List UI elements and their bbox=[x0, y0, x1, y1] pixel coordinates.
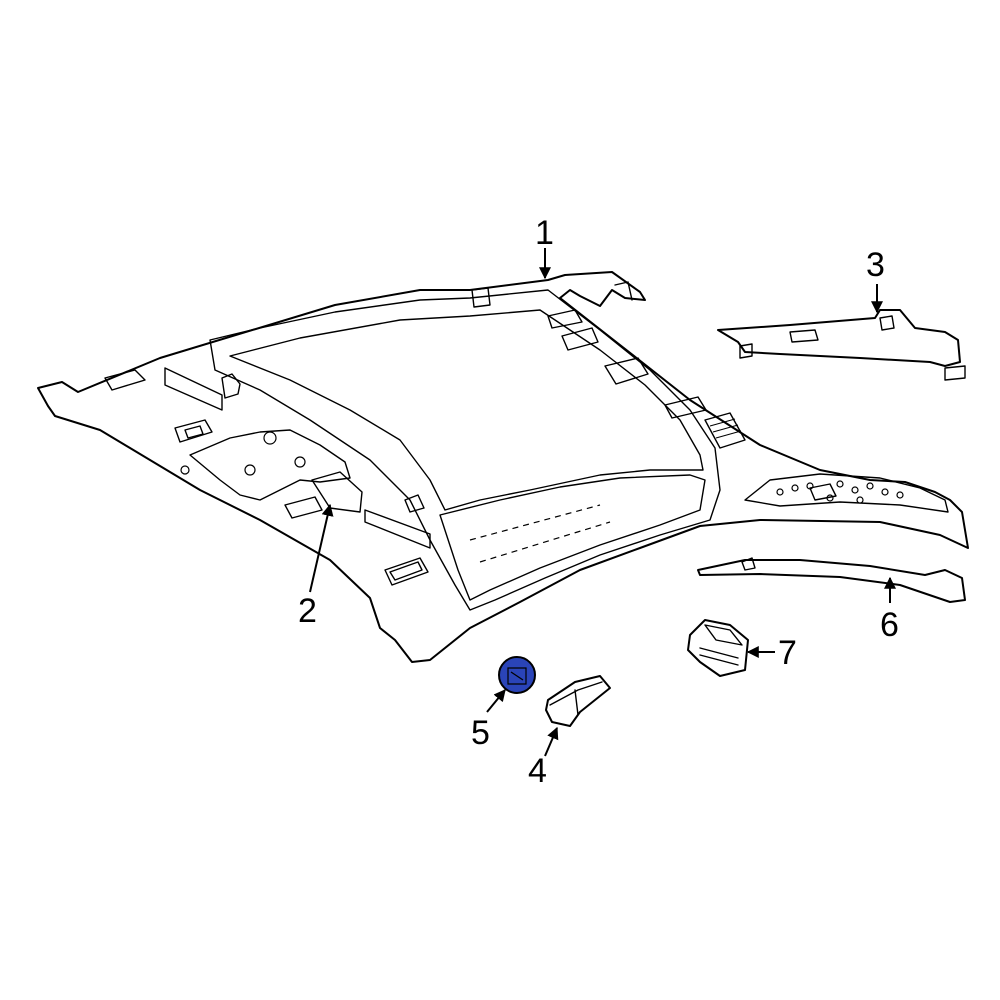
callout-4: 4 bbox=[528, 752, 547, 790]
trim-strip-part-6[interactable] bbox=[697, 557, 966, 603]
callout-7: 7 bbox=[778, 634, 797, 672]
callout-6: 6 bbox=[880, 606, 899, 644]
leader-lines bbox=[309, 248, 896, 757]
bracket-part-7[interactable] bbox=[687, 619, 749, 677]
callout-1: 1 bbox=[535, 214, 554, 252]
callout-5: 5 bbox=[471, 714, 490, 752]
clip-part-4[interactable] bbox=[545, 675, 611, 727]
fastener-part-5[interactable] bbox=[498, 656, 536, 694]
rail-part-3[interactable] bbox=[717, 309, 966, 381]
callout-2: 2 bbox=[298, 592, 317, 630]
callout-3: 3 bbox=[866, 246, 885, 284]
